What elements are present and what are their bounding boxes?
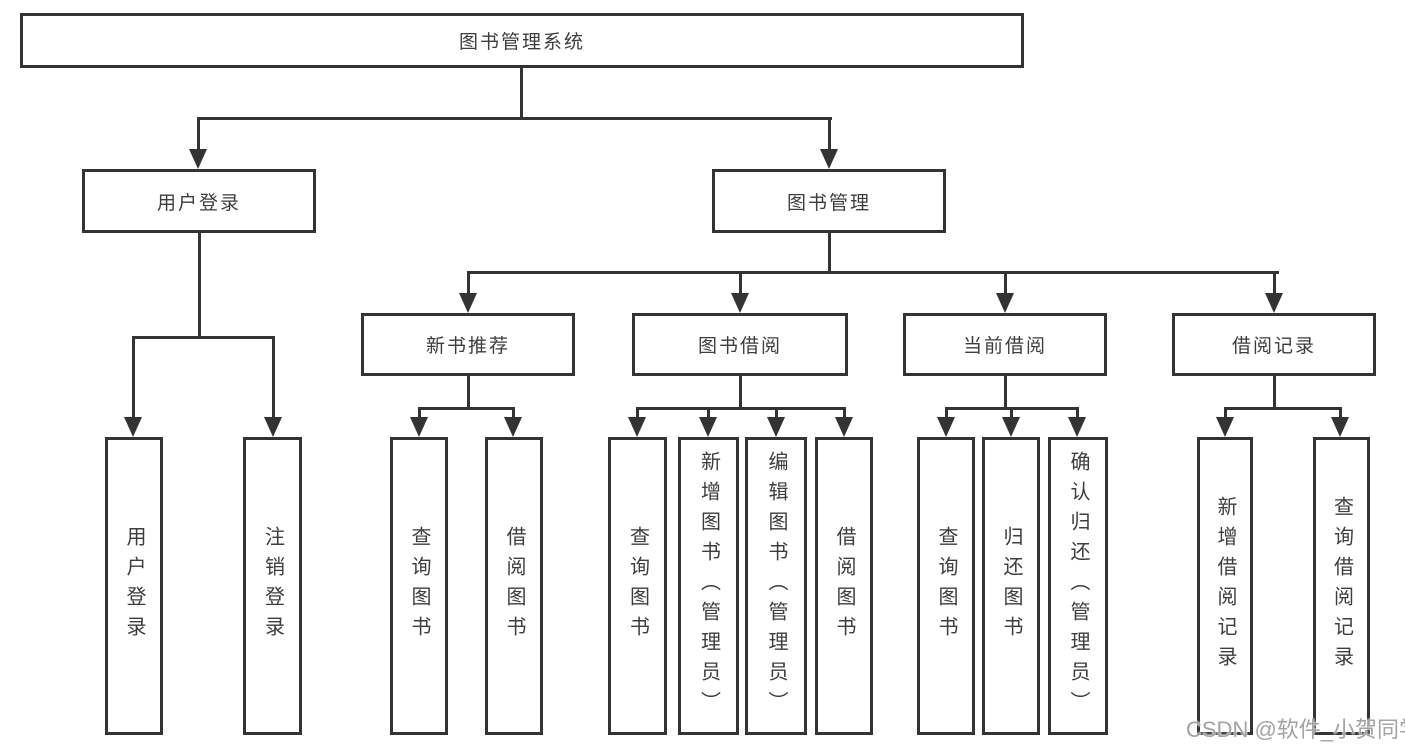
arrow-down-icon xyxy=(628,417,646,437)
node-book-management: 图书管理 xyxy=(712,169,946,233)
connector xyxy=(197,117,200,151)
node-user-login: 用户登录 xyxy=(82,169,316,233)
node-label: 当前借阅 xyxy=(962,336,1047,357)
connector xyxy=(1004,376,1007,409)
arrow-down-icon xyxy=(1002,417,1020,437)
arrow-down-icon xyxy=(1216,417,1234,437)
connector xyxy=(467,376,470,409)
connector xyxy=(1273,376,1276,409)
node-label: 图书管理系统 xyxy=(458,32,585,53)
arrow-down-icon xyxy=(937,417,955,437)
connector xyxy=(636,407,639,419)
connector xyxy=(1010,407,1013,419)
arrow-down-icon xyxy=(767,417,785,437)
node-label: 查询借阅记录 xyxy=(1330,496,1353,676)
node-book-borrowing: 图书借阅 xyxy=(632,313,848,376)
connector xyxy=(197,117,832,120)
connector xyxy=(132,336,135,418)
connector xyxy=(636,407,845,410)
connector xyxy=(1224,407,1342,410)
connector xyxy=(132,336,274,339)
connector xyxy=(828,117,831,151)
leaf-borrow-books-borrowing: 借阅图书 xyxy=(815,437,873,735)
arrow-down-icon xyxy=(835,417,853,437)
connector xyxy=(418,407,421,419)
connector xyxy=(828,233,831,273)
node-label: 注销登录 xyxy=(261,526,284,646)
connector xyxy=(512,407,515,419)
connector xyxy=(467,271,1279,274)
arrow-down-icon xyxy=(731,293,749,313)
connector xyxy=(467,271,470,295)
connector xyxy=(1339,407,1342,419)
connector xyxy=(739,271,742,295)
node-label: 编辑图书（管理员） xyxy=(765,451,787,721)
leaf-add-books-admin: 新增图书（管理员） xyxy=(678,437,739,735)
arrow-down-icon xyxy=(1331,417,1349,437)
node-label: 新增借阅记录 xyxy=(1214,496,1236,676)
node-label: 查询图书 xyxy=(626,526,649,646)
node-label: 用户登录 xyxy=(123,526,145,646)
leaf-confirm-return-admin: 确认归还（管理员） xyxy=(1048,437,1108,735)
leaf-edit-books-admin: 编辑图书（管理员） xyxy=(745,437,807,735)
node-label: 图书借阅 xyxy=(697,336,782,357)
arrow-down-icon xyxy=(699,417,717,437)
node-borrowing-records: 借阅记录 xyxy=(1172,313,1376,376)
connector xyxy=(418,407,515,410)
connector xyxy=(1224,407,1227,419)
node-label: 新增图书（管理员） xyxy=(697,451,720,721)
arrow-down-icon xyxy=(996,293,1014,313)
leaf-borrow-books-recommend: 借阅图书 xyxy=(485,437,543,735)
connector xyxy=(945,407,948,419)
leaf-add-borrow-record: 新增借阅记录 xyxy=(1197,437,1253,735)
node-label: 归还图书 xyxy=(1000,526,1022,646)
node-label: 借阅记录 xyxy=(1231,336,1316,357)
connector xyxy=(1004,271,1007,295)
node-label: 新书推荐 xyxy=(425,336,510,357)
leaf-query-borrow-record: 查询借阅记录 xyxy=(1313,437,1370,735)
node-library-management-system: 图书管理系统 xyxy=(20,13,1024,68)
node-label: 确认归还（管理员） xyxy=(1067,451,1089,721)
node-label: 借阅图书 xyxy=(833,526,855,646)
node-current-borrowing: 当前借阅 xyxy=(903,313,1107,376)
node-new-book-recommendation: 新书推荐 xyxy=(361,313,575,376)
leaf-query-books-current: 查询图书 xyxy=(917,437,975,735)
arrow-down-icon xyxy=(410,417,428,437)
arrow-down-icon xyxy=(189,149,207,169)
connector xyxy=(198,233,201,336)
arrow-down-icon xyxy=(264,417,282,437)
arrow-down-icon xyxy=(1265,293,1283,313)
arrow-down-icon xyxy=(124,417,142,437)
leaf-logout-login: 注销登录 xyxy=(243,437,302,735)
node-label: 借阅图书 xyxy=(503,526,525,646)
arrow-down-icon xyxy=(504,417,522,437)
leaf-user-login: 用户登录 xyxy=(105,437,163,735)
connector xyxy=(707,407,710,419)
leaf-query-books-borrowing: 查询图书 xyxy=(608,437,667,735)
node-label: 用户登录 xyxy=(156,192,241,214)
leaf-query-books-recommend: 查询图书 xyxy=(390,437,448,735)
connector xyxy=(520,68,523,118)
connector xyxy=(272,336,275,418)
arrow-down-icon xyxy=(1068,417,1086,437)
leaf-return-books: 归还图书 xyxy=(982,437,1040,735)
node-label: 图书管理 xyxy=(786,192,871,214)
connector xyxy=(775,407,778,419)
watermark: CSDN @软件_小贺同学 xyxy=(1186,717,1405,742)
arrow-down-icon xyxy=(820,149,838,169)
arrow-down-icon xyxy=(459,293,477,313)
node-label: 查询图书 xyxy=(935,526,957,646)
node-label: 查询图书 xyxy=(408,526,430,646)
connector xyxy=(1273,271,1276,295)
connector xyxy=(843,407,846,419)
connector xyxy=(1076,407,1079,419)
connector xyxy=(739,376,742,409)
